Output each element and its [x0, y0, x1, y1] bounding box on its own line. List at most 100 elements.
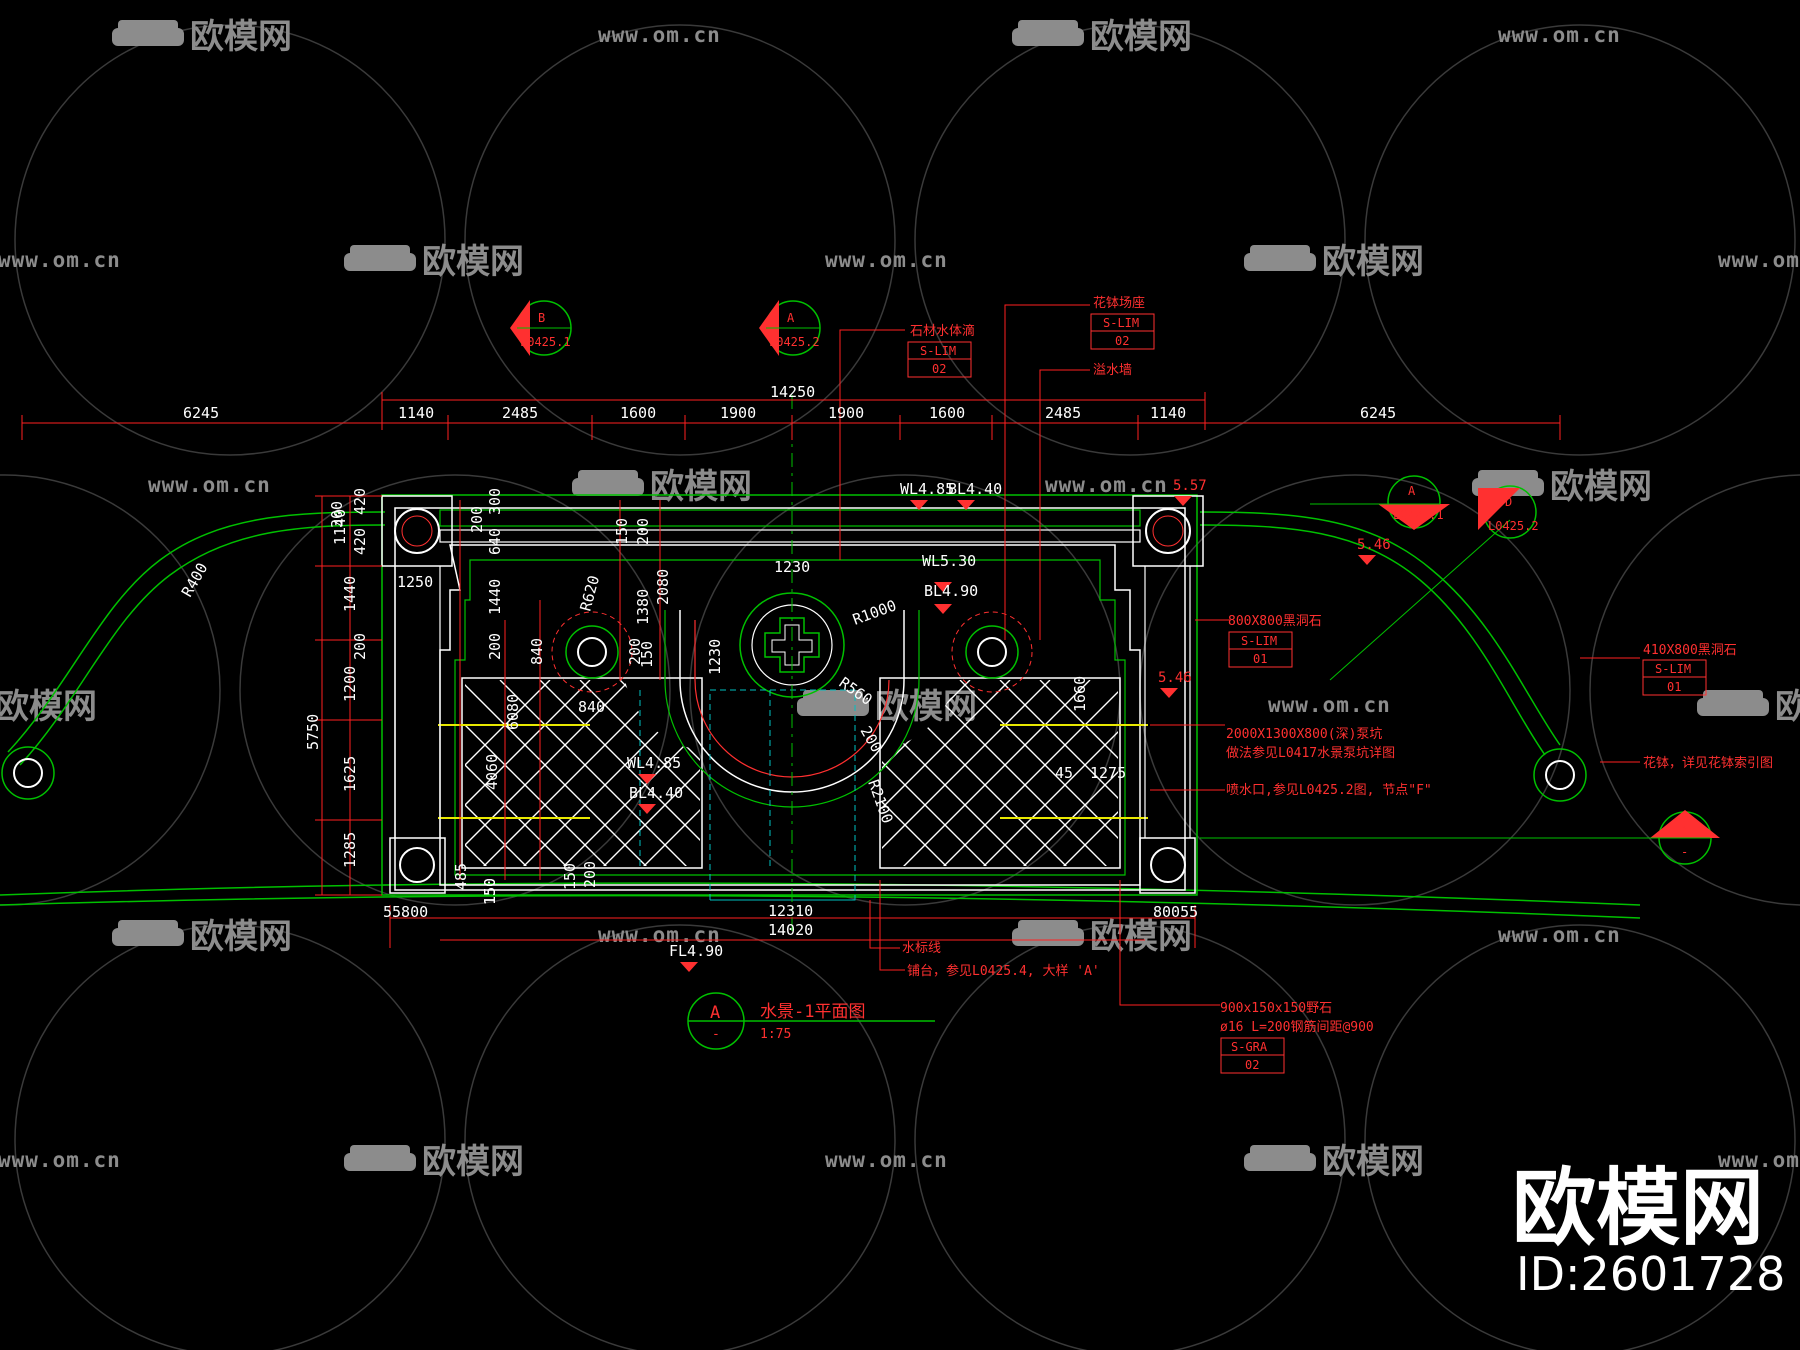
- side-planters: [1, 746, 1587, 802]
- level-point: 5.46: [1158, 670, 1192, 686]
- dim-inner: 4060: [483, 754, 501, 790]
- watermark-brand: 欧模网: [1322, 242, 1424, 282]
- corner-pillars: [381, 495, 1204, 894]
- dimension-text-bottom: 12310 14020 55800 80055: [383, 902, 1198, 939]
- watermark-circles: [0, 24, 1800, 1350]
- section-marker-d-right: D L0425.2: [1329, 485, 1539, 681]
- watermark-site: www.om.cn: [148, 473, 271, 497]
- material-code: S-LIM: [920, 344, 956, 358]
- dim-inner: 200: [468, 506, 486, 533]
- section-ref: L0425.2: [1488, 519, 1539, 533]
- dim-top: 2485: [502, 404, 538, 422]
- dim-left: 1625: [341, 756, 359, 792]
- watermark-site: www.om.cn: [1268, 693, 1391, 717]
- annotation-text: 410X800黑洞石: [1643, 643, 1737, 658]
- material-code: S-LIM: [1655, 662, 1691, 676]
- dim-misc: 1660: [1071, 676, 1089, 712]
- watermark-site: www.om.cn: [825, 248, 948, 272]
- section-marker-b-bottom: B -: [1200, 810, 1720, 865]
- watermark-brand: 欧模网: [422, 1142, 524, 1182]
- dim-top: 1600: [929, 404, 965, 422]
- material-num: 02: [1245, 1058, 1259, 1072]
- dim-inner: 1440: [486, 579, 504, 615]
- dim-inner: 300: [486, 488, 504, 515]
- annotation-text: 石材水体滴: [910, 323, 975, 339]
- watermark-site: www.om.cn: [598, 923, 721, 947]
- section-marker-a-right: A L0425.1: [1310, 475, 1450, 530]
- section-letter: D: [1505, 495, 1512, 509]
- dim-inner: 150: [481, 878, 499, 905]
- level-point: 5.57: [1173, 478, 1207, 494]
- dim-center: 1230: [706, 639, 724, 675]
- dim-inner: 485: [452, 863, 470, 890]
- section-letter: B: [538, 311, 545, 325]
- dim-left-small: 200: [486, 633, 504, 660]
- dim-left-small: 420: [351, 528, 369, 555]
- dim-top: 1600: [620, 404, 656, 422]
- annotation-text: 800X800黑洞石: [1228, 614, 1322, 629]
- dimension-text-left: 5750 1140 1440 1200 1625 1285 420 300 42…: [304, 488, 504, 868]
- watermark-site: www.om.cn: [1718, 248, 1800, 272]
- dim-top: 6245: [183, 404, 219, 422]
- annotation-curb: 900x150x150野石 ø16 L=200钢筋间距@900 S-GRA 02: [1220, 1001, 1374, 1074]
- level-wl-left: WL4.85: [627, 754, 681, 772]
- sofa-icon: [112, 20, 1769, 1171]
- dim-left: 1200: [341, 666, 359, 702]
- watermark-site: www.om.cn: [825, 1148, 948, 1172]
- dim-center: 200: [626, 638, 644, 665]
- watermark-brand: 欧模网: [1775, 687, 1800, 727]
- title-marker-sub: -: [712, 1027, 720, 1042]
- dim-center: 2080: [654, 569, 672, 605]
- dim-inner: 640: [486, 528, 504, 555]
- dim-misc: 45: [1055, 764, 1073, 782]
- dimension-text-top: 14250 6245 1140 2485 1600 1900 1900 1600…: [183, 383, 1396, 422]
- annotation-text: 900x150x150野石: [1220, 1001, 1332, 1016]
- dim-misc: 1250: [397, 573, 433, 591]
- watermark-texts: www.om.cn www.om.cn www.om.cn www.om.cn …: [0, 17, 1800, 1182]
- corner-branding: 欧模网 ID:2601728: [1512, 1159, 1785, 1301]
- dim-bottom-inner: 12310: [768, 902, 813, 920]
- side-curved-walls: [0, 511, 1641, 919]
- section-letter: A: [787, 311, 795, 325]
- watermark-brand: 欧模网: [1322, 1142, 1424, 1182]
- section-letter: B: [1679, 821, 1686, 835]
- basin-planters: [551, 611, 1033, 693]
- material-num: 02: [1115, 334, 1129, 348]
- dim-left-small: 200: [351, 633, 369, 660]
- dim-misc: 840: [578, 698, 605, 716]
- watermark-brand: 欧模网: [650, 467, 752, 507]
- level-bl-left: BL4.40: [629, 784, 683, 802]
- material-num: 01: [1667, 680, 1681, 694]
- material-code: S-LIM: [1241, 634, 1277, 648]
- level-bl-top: BL4.40: [948, 480, 1002, 498]
- watermark-brand: 欧模网: [1090, 17, 1192, 57]
- annotation-planter-seat: 花钵场座 S-LIM 02: [1090, 295, 1155, 350]
- dim-left-small: 300: [328, 501, 346, 528]
- watermark-site: www.om.cn: [0, 1148, 121, 1172]
- watermark-brand: 欧模网: [1550, 467, 1652, 507]
- dim-misc: 150: [481, 878, 499, 905]
- watermark-brand: 欧模网: [422, 242, 524, 282]
- section-ref: L0425.2: [769, 335, 820, 349]
- level-wl-top: WL4.85: [900, 480, 954, 498]
- dim-left: 1440: [341, 576, 359, 612]
- material-num: 01: [1253, 652, 1267, 666]
- level-wl-center: WL5.30: [922, 552, 976, 570]
- level-bl-center: BL4.90: [924, 582, 978, 600]
- dim-misc: R1000: [850, 596, 899, 628]
- dim-top: 1900: [828, 404, 864, 422]
- dim-misc: 1275: [1090, 764, 1126, 782]
- nozzle-lines: [438, 724, 1148, 819]
- dim-overall: 14250: [770, 383, 815, 401]
- watermark-brand: 欧模网: [190, 917, 292, 957]
- title-name: 水景-1平面图: [760, 1002, 865, 1022]
- annotation-pool-note-1: 2000X1300X800(深)泵坑: [1226, 727, 1382, 742]
- dim-center: 150: [638, 641, 656, 668]
- watermark-brand: 欧模网: [1090, 917, 1192, 957]
- dim-bottom-left-cell: 55800: [383, 903, 428, 921]
- level-fl: FL4.90: [669, 942, 723, 960]
- lattice-left: [465, 680, 700, 866]
- dim-misc: 1230: [774, 558, 810, 576]
- annotation-paving-800: 800X800黑洞石 S-LIM 01: [1228, 614, 1322, 668]
